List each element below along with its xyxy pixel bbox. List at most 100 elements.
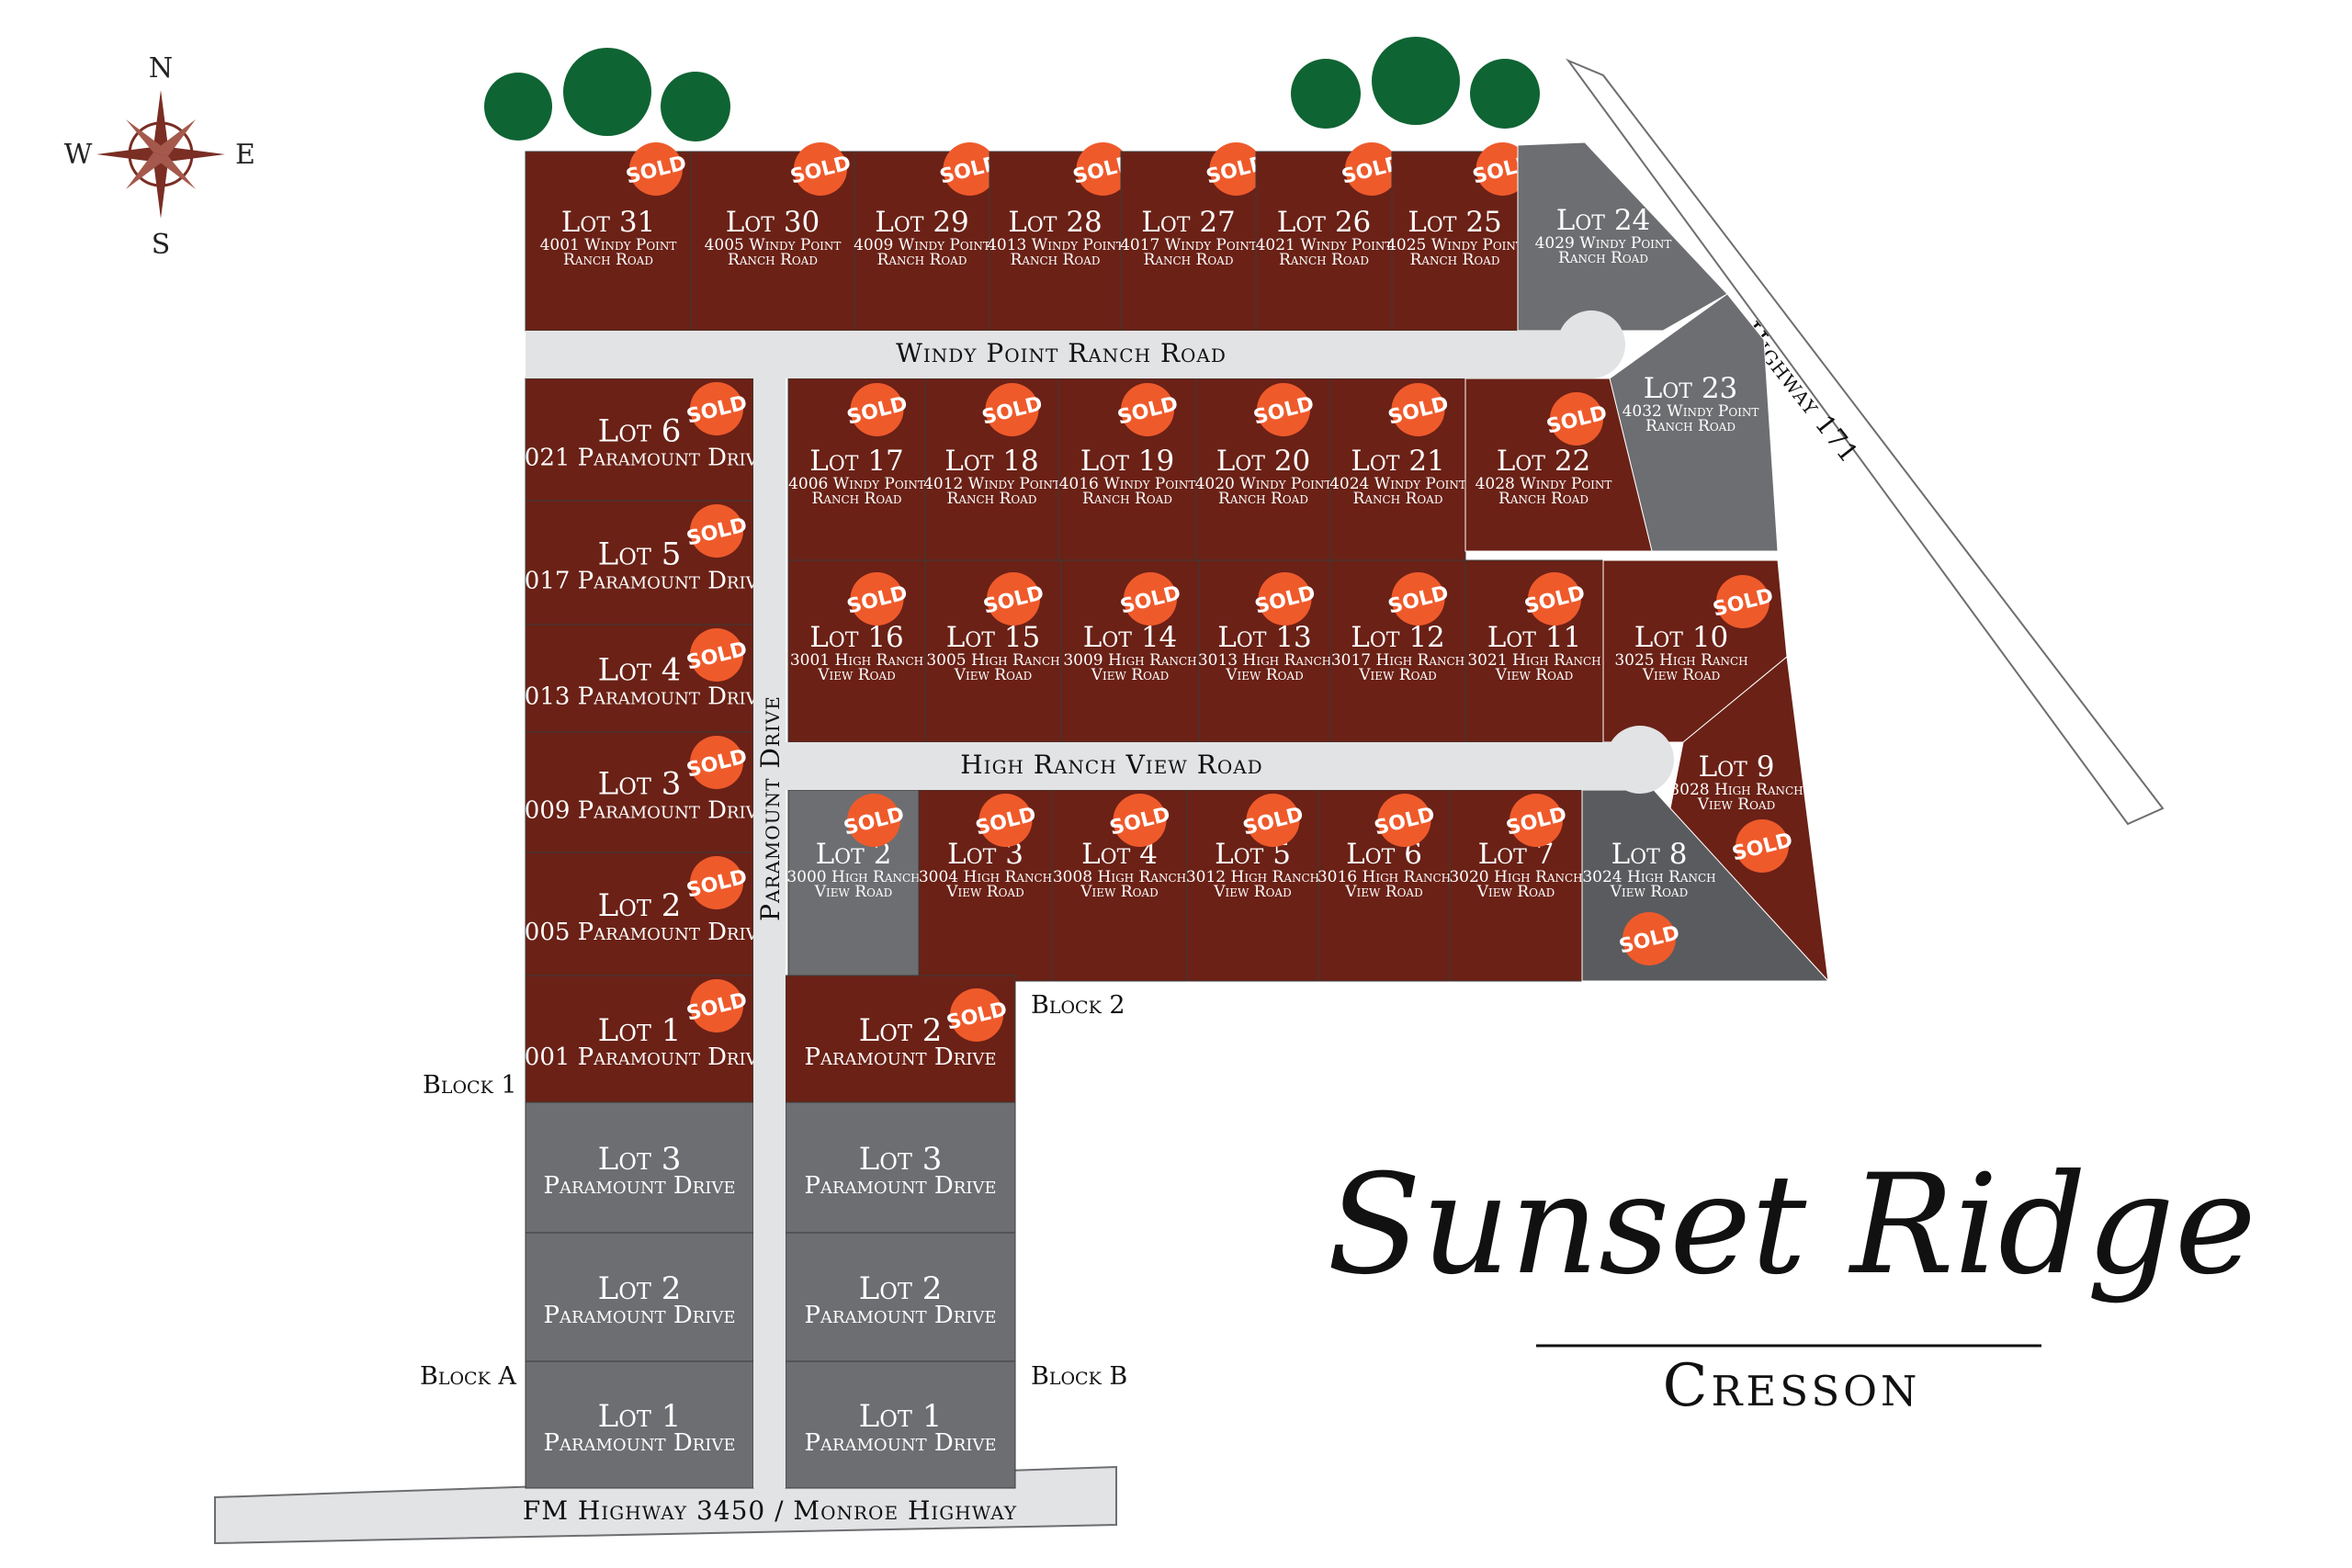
lot-address: 2017 Paramount Drive (509, 568, 770, 595)
sold-badge: SOLD (684, 504, 750, 558)
sold-badge-circle (1391, 383, 1445, 436)
sold-badge: SOLD (1544, 392, 1610, 446)
sold-badge-circle (987, 572, 1040, 626)
lot-address-line-2: Ranch Road (1558, 249, 1648, 267)
lot-address-line-2: Ranch Road (1279, 251, 1369, 269)
sold-badge-circle (629, 142, 683, 196)
lot-name: Lot 18 (944, 445, 1039, 478)
lot-address: 2021 Paramount Drive (509, 445, 770, 472)
lot-address-line-1: 3028 High Ranch (1669, 781, 1803, 799)
lot-address-line-2: View Road (1091, 666, 1169, 684)
sold-badge: SOLD (844, 572, 910, 626)
windy-point-cul-de-sac (1557, 310, 1625, 378)
lot-address-line-2: Ranch Road (947, 490, 1037, 508)
lot-name: Lot 31 (561, 206, 656, 239)
tree-icon (1291, 59, 1361, 129)
sold-badge-circle (1345, 142, 1398, 196)
sold-badge-circle (1076, 142, 1130, 196)
lot-name: Lot 28 (1008, 206, 1102, 239)
lot-address-line-1: 3016 High Ranch (1317, 868, 1451, 886)
lot-address-line-1: 4016 Windy Point (1059, 475, 1196, 493)
sold-badge: SOLD (1385, 383, 1451, 436)
lot-address-line-1: 3005 High Ranch (926, 651, 1059, 670)
high-ranch-road (786, 742, 1640, 790)
block-2-label: Block 2 (1031, 991, 1125, 1020)
lot-address-line-2: View Road (1344, 883, 1422, 901)
sold-badge: SOLD (684, 979, 750, 1032)
lot-address: Paramount Drive (543, 1302, 735, 1329)
sold-badge-circle (1257, 383, 1310, 436)
lot-shape (525, 1360, 754, 1489)
lot-address: Paramount Drive (804, 1302, 996, 1329)
lot-address-line-2: View Road (1225, 666, 1303, 684)
compass-west: W (64, 139, 93, 171)
lot-address-line-1: 3009 High Ranch (1063, 651, 1196, 670)
lot-address-line-2: Ranch Road (563, 251, 653, 269)
lot-address-line-1: 4024 Windy Point (1329, 475, 1466, 493)
sold-badge-circle (690, 979, 743, 1032)
sold-badge: SOLD (973, 794, 1038, 847)
lot-address-line-2: View Road (814, 883, 892, 901)
tree-icon (563, 48, 651, 136)
sold-badge: SOLD (624, 142, 689, 196)
lot-address-line-2: View Road (1610, 883, 1688, 901)
lot-name: Lot 16 (809, 621, 904, 654)
sold-badge: SOLD (788, 142, 854, 196)
lot-address-line-2: View Road (1642, 666, 1720, 684)
compass-rose: N S W E (64, 52, 255, 261)
sold-badge: SOLD (844, 383, 910, 436)
lot-address-line-2: View Road (945, 883, 1023, 901)
lot-name: Lot 2 (859, 1270, 943, 1307)
sold-badge: SOLD (1522, 572, 1588, 626)
lot-name: Lot 26 (1277, 206, 1372, 239)
sold-badge-circle (1476, 142, 1530, 196)
sold-badge: SOLD (684, 856, 750, 909)
lot-address: Paramount Drive (804, 1172, 996, 1200)
high-ranch-road-label: High Ranch View Road (960, 750, 1262, 780)
sold-badge-circle (943, 142, 997, 196)
lot-address-line-2: Ranch Road (1144, 251, 1234, 269)
sold-badge: SOLD (1107, 794, 1172, 847)
sold-badge-circle (1550, 392, 1603, 446)
lot-address-line-1: 4001 Windy Point (540, 236, 677, 254)
sold-badge: SOLD (1617, 912, 1682, 965)
sold-badge-circle (978, 794, 1033, 847)
lot-name: Lot 1 (859, 1398, 943, 1435)
sold-badge-circle (1510, 794, 1563, 847)
lot-name: Lot 2 (598, 1270, 682, 1307)
sold-badge: SOLD (1252, 572, 1317, 626)
sold-badge-circle (690, 736, 743, 789)
lot-address-line-1: 4017 Windy Point (1120, 236, 1257, 254)
lot-address-line-1: 4032 Windy Point (1623, 402, 1759, 421)
lot-address-line-1: 3012 High Ranch (1186, 868, 1319, 886)
lot-name: Lot 19 (1080, 445, 1175, 478)
compass-needle-icon (159, 119, 196, 156)
compass-north: N (149, 52, 173, 85)
lot-address-line-1: 3000 High Ranch (786, 868, 920, 886)
lot-name: Lot 17 (809, 445, 904, 478)
